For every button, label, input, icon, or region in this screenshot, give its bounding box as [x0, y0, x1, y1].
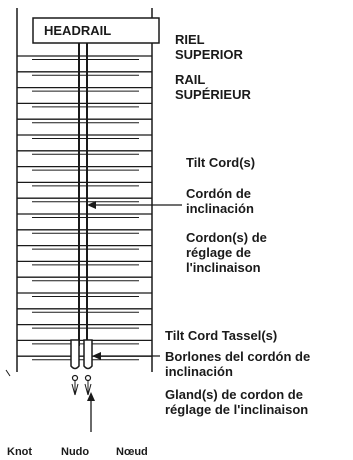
tassel-fr-label: Gland(s) de cordon de réglage de l'incli…: [165, 387, 309, 417]
tassel-pointer-head: [92, 352, 101, 360]
tilt-cord-fr-label: Cordon(s) de réglage de l'inclinaison: [186, 230, 267, 275]
tassel-es-label: Borlones del cordón de inclinación: [165, 349, 311, 379]
riel-superior-label: RIEL SUPERIOR: [175, 32, 243, 62]
tassel-left: [70, 339, 80, 370]
knot-en-label: Knot: [7, 446, 33, 458]
rail-superieur-label: RAIL SUPÉRIEUR: [175, 72, 251, 102]
knot-pointer-head: [87, 392, 95, 401]
slats-group: [17, 55, 152, 361]
headrail-label: HEADRAIL: [44, 23, 112, 38]
knot-es-label: Nudo: [61, 446, 90, 458]
knot-tassel-left: [71, 381, 79, 396]
headrail-box: [32, 17, 160, 44]
knot-fr-label: Nœud: [116, 446, 148, 458]
knot-tassel-right: [84, 381, 92, 396]
tassel-en-label: Tilt Cord Tassel(s): [165, 328, 278, 343]
tilt-cord-es-label: Cordón de inclinación: [186, 186, 254, 216]
knot-left: [71, 374, 79, 382]
tilt-cord-en-label: Tilt Cord(s): [186, 155, 256, 170]
knot-right: [84, 374, 92, 382]
tassel-right: [83, 339, 93, 370]
tilt-cord-pointer-head: [87, 201, 96, 209]
left-edge-tick: [5, 369, 11, 377]
